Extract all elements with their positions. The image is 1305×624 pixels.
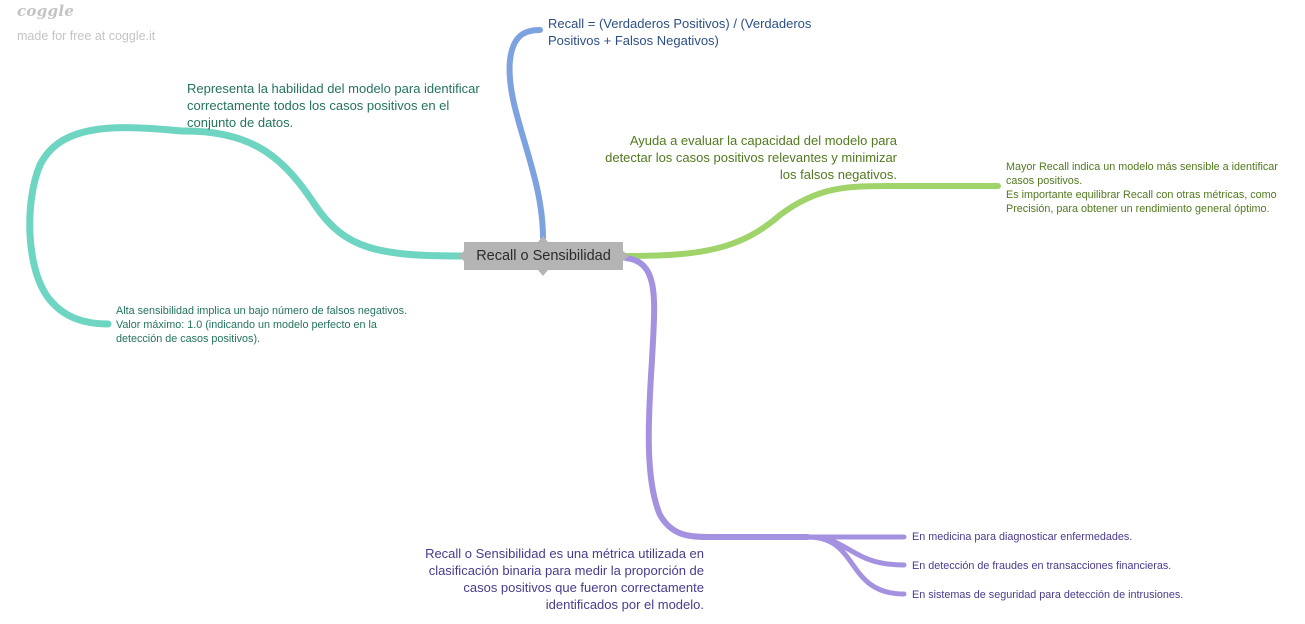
coggle-logo: coggle	[17, 2, 75, 20]
central-node-notch-right	[623, 251, 629, 261]
central-node-notch-left	[458, 251, 464, 261]
teal-note-node[interactable]: Alta sensibilidad implica un bajo número…	[116, 304, 407, 346]
purple-description-line: Recall o Sensibilidad es una métrica uti…	[425, 546, 704, 561]
teal-description-line: Representa la habilidad del modelo para …	[187, 81, 480, 96]
teal-note-line: Valor máximo: 1.0 (indicando un modelo p…	[116, 319, 377, 332]
green-description-node[interactable]: Ayuda a evaluar la capacidad del modelo …	[560, 132, 897, 183]
formula-line: Recall = (Verdaderos Positivos) / (Verda…	[548, 16, 812, 31]
green-description-line: los falsos negativos.	[779, 167, 897, 183]
application-label: En medicina para diagnosticar enfermedad…	[912, 531, 1133, 543]
teal-note-line: detección de casos positivos).	[116, 333, 261, 346]
purple-description-line: identificados por el modelo.	[545, 597, 704, 613]
green-note-line: Es importante equilibrar Recall con otra…	[1006, 189, 1277, 202]
teal-description-node[interactable]: Representa la habilidad del modelo para …	[187, 80, 480, 131]
green-note-node[interactable]: Mayor Recall indica un modelo más sensib…	[1006, 160, 1278, 216]
application-node[interactable]: En sistemas de seguridad para detección …	[912, 588, 1183, 602]
application-label: En sistemas de seguridad para detección …	[912, 589, 1184, 601]
teal-description-line: correctamente todos los casos positivos …	[187, 98, 450, 114]
formula-line: Positivos + Falsos Negativos)	[548, 33, 719, 49]
branch-blue-connector	[506, 27, 546, 241]
coggle-tagline[interactable]: made for free at coggle.it	[17, 29, 156, 43]
purple-description-line: casos positivos que fueron correctamente	[463, 580, 704, 596]
branch-teal-connector	[178, 127, 466, 260]
central-node-notch-top	[538, 236, 548, 242]
green-description-line: Ayuda a evaluar la capacidad del modelo …	[629, 133, 897, 148]
central-node-notch-bottom	[538, 270, 548, 276]
central-node-label: Recall o Sensibilidad	[476, 248, 611, 264]
branch-purple-app3-connector	[805, 534, 907, 597]
branch-purple-connector	[623, 255, 711, 540]
green-note-line: Mayor Recall indica un modelo más sensib…	[1006, 161, 1278, 173]
green-note-line: casos positivos.	[1006, 175, 1083, 188]
application-node[interactable]: En medicina para diagnosticar enfermedad…	[912, 530, 1132, 544]
formula-node[interactable]: Recall = (Verdaderos Positivos) / (Verda…	[548, 15, 811, 49]
central-node[interactable]: Recall o Sensibilidad	[464, 242, 623, 270]
purple-description-line: clasificación binaria para medir la prop…	[428, 563, 704, 579]
green-description-line: detectar los casos positivos relevantes …	[605, 150, 897, 166]
teal-note-line: Alta sensibilidad implica un bajo número…	[116, 305, 408, 317]
application-label: En detección de fraudes en transacciones…	[912, 560, 1172, 572]
branch-teal-loop-connector	[26, 124, 186, 328]
green-note-line: Precisión, para obtener un rendimiento g…	[1006, 203, 1270, 216]
application-node[interactable]: En detección de fraudes en transacciones…	[912, 559, 1171, 573]
teal-description-line: conjunto de datos.	[187, 115, 294, 131]
branch-green-connector	[623, 182, 903, 259]
purple-description-node[interactable]: Recall o Sensibilidad es una métrica uti…	[390, 545, 704, 614]
